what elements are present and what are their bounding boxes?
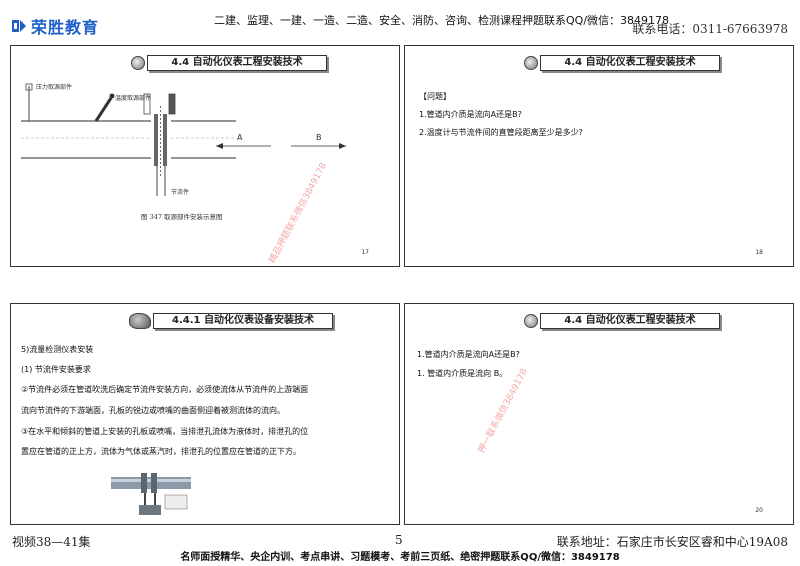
slide-title: 4.4.1 自动化仪表设备安装技术	[153, 313, 333, 329]
arrow-b-label: B	[316, 133, 322, 142]
section-heading: 5)流量检测仪表安装	[21, 345, 94, 354]
slide-20: 4.4 自动化仪表工程安装技术 1.管道内介质是流向A还是B? 1. 管道内介质…	[404, 303, 794, 525]
footer-address: 联系地址：石家庄市长安区睿和中心19A08	[556, 535, 788, 549]
slide-18: 4.4 自动化仪表工程安装技术 【问题】 1.管道内介质是流向A还是B? 2.温…	[404, 45, 794, 267]
flow-meter-installation-diagram: A B 压力取源部件 温度取源部件 节流件 图 347 取源部件安装示意图	[21, 83, 346, 221]
orifice-pipe-photo	[111, 473, 191, 515]
body-line: ③在水平和倾斜的管道上安装的孔板或喷嘴，当排泄孔流体为液体时，排泄孔的位	[21, 427, 309, 436]
logo-text: 荣胜教育	[31, 18, 100, 37]
question-heading: 【问题】	[419, 92, 451, 101]
globe-icon	[524, 56, 538, 70]
globe-icon	[524, 314, 538, 328]
subsection-heading: (1) 节流件安装要求	[21, 365, 91, 374]
footer-page-number: 5	[395, 533, 403, 547]
globe-icon	[131, 56, 145, 70]
page-header: 荣胜教育 二建、监理、一建、一造、二造、安全、消防、咨询、检测课程押题联系QQ/…	[0, 0, 800, 40]
body-line: 流向节流件的下游端面，孔板的锐边或喷嘴的曲面侧迎着被测流体的流向。	[21, 406, 285, 415]
page-number: 17	[361, 249, 369, 256]
slide-19: 4.4.1 自动化仪表设备安装技术 5)流量检测仪表安装 (1) 节流件安装要求…	[10, 303, 400, 525]
pressure-tap-label: 压力取源部件	[36, 83, 72, 91]
page-number: 18	[755, 249, 763, 256]
arrow-a-label: A	[237, 133, 243, 142]
figure-caption: 图 347 取源部件安装示意图	[141, 212, 223, 221]
question-1: 1.管道内介质是流向A还是B?	[419, 110, 522, 119]
watermark: 押一联系微信3849178	[476, 367, 530, 456]
footer-video-range: 视频38—41集	[12, 535, 91, 549]
question-line: 1.管道内介质是流向A还是B?	[417, 350, 520, 359]
page-number: 20	[755, 507, 763, 514]
footer-promo: 名师面授精华、央企内训、考点串讲、习题模考、考前三页纸、绝密押题联系QQ/微信：…	[180, 552, 620, 563]
rock-icon	[129, 313, 151, 329]
slide-17: 4.4 自动化仪表工程安装技术 A B 压力取源部件 温度取	[10, 45, 400, 267]
body-line: 置应在管道的正上方，流体为气体或蒸汽时，排泄孔的位置应在管道的正下方。	[21, 447, 301, 456]
answer-line: 1. 管道内介质是流向 B。	[417, 369, 508, 378]
slide-title: 4.4 自动化仪表工程安装技术	[540, 55, 720, 71]
slide-title: 4.4 自动化仪表工程安装技术	[540, 313, 720, 329]
temperature-tap-label: 温度取源部件	[115, 94, 151, 102]
header-phone: 联系电话：0311-67663978	[632, 22, 788, 36]
slide-title: 4.4 自动化仪表工程安装技术	[147, 55, 327, 71]
orifice-label: 节流件	[171, 188, 189, 196]
logo-icon	[12, 20, 26, 32]
question-2: 2.温度计与节流件间的直管段距离至少是多少?	[419, 128, 583, 137]
body-line: ②节流件必须在管道吹洗后确定节流件安装方向，必须使流体从节流件的上游端面	[21, 385, 309, 394]
header-courses: 二建、监理、一建、一造、二造、安全、消防、咨询、检测课程押题联系QQ/微信：38…	[214, 14, 670, 27]
logo: 荣胜教育	[10, 14, 99, 38]
